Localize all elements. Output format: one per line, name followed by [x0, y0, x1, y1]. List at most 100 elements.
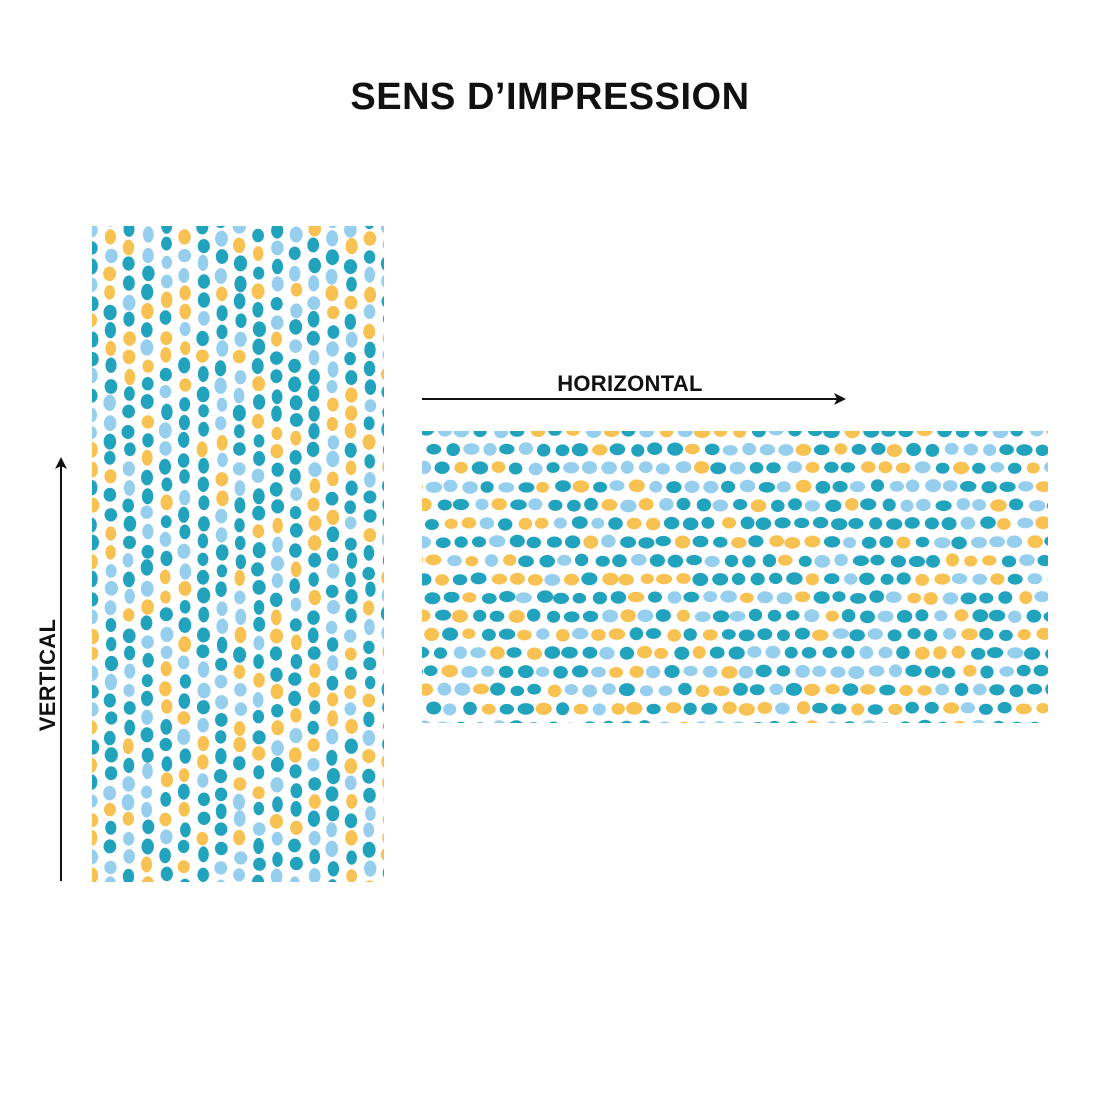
pattern-dot: [567, 499, 581, 512]
pattern-dot: [899, 685, 913, 696]
pattern-dot: [216, 324, 228, 340]
pattern-dot: [105, 564, 117, 578]
pattern-dot: [683, 702, 697, 715]
pattern-dot: [536, 481, 550, 493]
pattern-dot: [867, 628, 883, 640]
pattern-dot: [289, 764, 302, 779]
pattern-dot: [92, 685, 99, 699]
pattern-dot: [517, 629, 532, 641]
pattern-dot: [1006, 535, 1023, 548]
pattern-dot: [252, 542, 266, 559]
pattern-dot: [104, 508, 118, 522]
pattern-dot: [423, 665, 438, 676]
pattern-dot: [142, 359, 154, 373]
pattern-dot: [177, 655, 190, 670]
pattern-dot: [234, 535, 246, 551]
pattern-dot: [271, 573, 283, 589]
pattern-dot: [123, 515, 137, 532]
pattern-dot: [197, 239, 210, 254]
pattern-dot: [159, 569, 171, 585]
pattern-dot: [344, 647, 357, 661]
pattern-dot: [989, 684, 1005, 696]
pattern-dot: [233, 829, 246, 846]
pattern-dot: [233, 810, 246, 827]
pattern-dot: [1043, 611, 1048, 622]
pattern-dot: [769, 720, 780, 723]
pattern-dot: [806, 720, 818, 723]
pattern-dot: [198, 311, 210, 326]
pattern-dot: [196, 349, 209, 363]
pattern-dot: [999, 444, 1014, 456]
pattern-dot: [483, 443, 497, 456]
pattern-dot: [364, 860, 377, 877]
pattern-dot: [252, 505, 266, 521]
pattern-dot: [722, 517, 737, 529]
pattern-dot: [942, 666, 956, 679]
pattern-dot: [215, 416, 227, 431]
pattern-dot: [518, 442, 534, 455]
pattern-dot: [923, 592, 938, 605]
pattern-dot: [327, 692, 339, 707]
pattern-dot: [382, 646, 384, 658]
pattern-dot: [942, 592, 959, 605]
pattern-dot: [103, 839, 117, 854]
pattern-dot: [603, 720, 614, 723]
pattern-dot: [140, 505, 153, 519]
pattern-dot: [454, 536, 468, 548]
pattern-dot: [553, 592, 569, 604]
pattern-dot: [344, 537, 357, 551]
pattern-dot: [307, 237, 320, 253]
pattern-dot: [544, 646, 561, 659]
pattern-dot: [1024, 647, 1041, 660]
pattern-dot: [234, 702, 248, 716]
pattern-dot: [556, 702, 570, 716]
pattern-dot: [721, 480, 736, 493]
pattern-dot: [196, 700, 210, 715]
pattern-dot: [861, 536, 877, 549]
pattern-dot: [253, 654, 264, 669]
pattern-dot: [960, 592, 977, 605]
pattern-dot: [574, 553, 589, 567]
pattern-dot: [327, 325, 340, 339]
pattern-dot: [326, 547, 339, 561]
pattern-dot: [123, 757, 135, 774]
pattern-dot: [602, 609, 618, 623]
pattern-dot: [344, 442, 357, 458]
pattern-dot: [122, 461, 135, 477]
pattern-dot: [161, 226, 173, 234]
pattern-dot: [807, 431, 823, 437]
pattern-dot: [346, 850, 357, 865]
pattern-dot: [713, 431, 728, 437]
pattern-dot: [272, 536, 283, 553]
pattern-dot: [942, 480, 958, 492]
pattern-dot: [583, 535, 599, 549]
pattern-dot: [159, 847, 171, 864]
pattern-dot: [179, 397, 191, 412]
pattern-dot: [849, 629, 865, 642]
pattern-dot: [142, 762, 153, 780]
pattern-dot: [326, 417, 338, 431]
pattern-dot: [509, 720, 523, 723]
pattern-dot: [309, 848, 320, 865]
pattern-dot: [103, 415, 117, 432]
pattern-dot: [896, 610, 913, 623]
pattern-dot: [961, 628, 978, 641]
pattern-dot: [571, 516, 588, 529]
pattern-dot: [422, 646, 430, 659]
pattern-dot: [845, 498, 859, 511]
pattern-dot: [253, 600, 265, 615]
pattern-dot: [498, 518, 513, 531]
pattern-dot: [565, 535, 581, 549]
pattern-dot: [306, 441, 320, 457]
pattern-dot: [179, 469, 190, 484]
pattern-dot: [344, 313, 356, 330]
pattern-dot: [747, 646, 762, 658]
pattern-dot: [888, 703, 903, 716]
pattern-dot: [309, 700, 321, 715]
pattern-dot: [382, 480, 384, 492]
pattern-dot: [547, 610, 561, 623]
pattern-dot: [925, 443, 940, 457]
pattern-dot: [327, 471, 339, 487]
pattern-dot: [158, 422, 172, 439]
pattern-dot: [565, 431, 581, 436]
